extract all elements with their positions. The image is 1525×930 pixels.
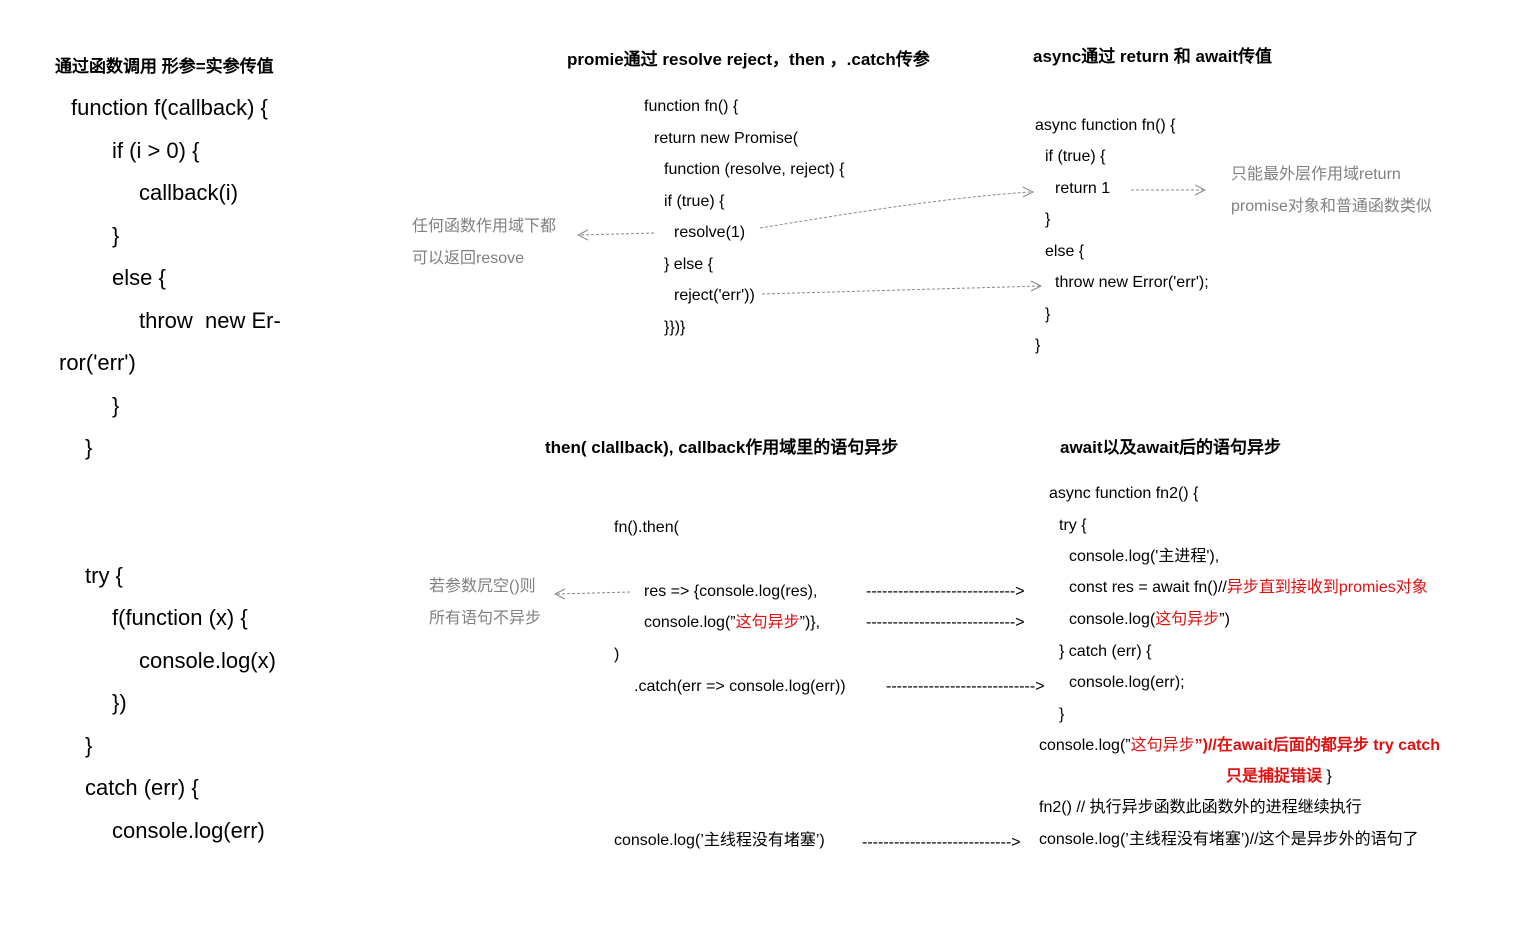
code-line: } — [85, 435, 93, 460]
arrowhead-icon — [1022, 186, 1035, 198]
async-heading: async通过 return 和 await传值 — [1033, 47, 1273, 66]
code-line: else { — [112, 265, 166, 290]
code-line: catch (err) { — [85, 775, 199, 800]
code-line: } else { — [664, 256, 713, 273]
connector-arrow: ----------------------------> — [886, 678, 1045, 695]
promise-heading: promie通过 resolve reject，then ，.catch传参 — [567, 50, 930, 69]
code-line: }})} — [664, 319, 686, 336]
code-line: } — [85, 733, 93, 758]
code-line: } — [1035, 337, 1041, 354]
code-line: try { — [1059, 517, 1087, 534]
code-line: console.log(err) — [112, 818, 265, 843]
code-line: console.log(”这句异步”)}, — [644, 614, 821, 631]
promise-note: 任何函数作用域下都 — [412, 218, 557, 235]
code-line: } — [1059, 706, 1065, 723]
arrowhead-icon — [576, 229, 589, 241]
code-line: callback(i) — [139, 180, 239, 205]
code-line: }) — [112, 690, 127, 715]
code-line: resolve(1) — [674, 224, 746, 241]
code-line: console.log(err); — [1069, 674, 1185, 691]
code-line: throw new Er- — [139, 308, 281, 333]
code-line: } — [1045, 211, 1051, 228]
code-line: console.log(’主线程没有堵塞’)//这个是异步外的语句了 — [1039, 831, 1419, 848]
code-line: function fn() { — [644, 98, 739, 115]
code-line: } — [112, 393, 120, 418]
code-line: console.log(’主线程没有堵塞’) — [614, 832, 825, 849]
code-line: return 1 — [1055, 180, 1111, 197]
connector-arrow: ----------------------------> — [866, 614, 1025, 631]
connector-arrow: ----------------------------> — [862, 834, 1021, 851]
then-note-arrow — [556, 591, 631, 595]
code-line: if (true) { — [1045, 148, 1106, 165]
resolve-to-return-arrow — [759, 191, 1031, 229]
code-line: ) — [614, 646, 620, 663]
code-line: console.log(这句异步”) — [1069, 611, 1230, 628]
code-line: fn2() // 执行异步函数此函数外的进程继续执行 — [1039, 799, 1362, 816]
code-line: console.log(x) — [139, 648, 276, 673]
code-line: .catch(err => console.log(err)) — [634, 678, 846, 695]
code-line: function (resolve, reject) { — [664, 161, 845, 178]
reject-to-throw-arrow — [761, 285, 1041, 295]
code-line: fn().then( — [614, 519, 679, 536]
arrowhead-icon — [1194, 184, 1207, 196]
then-note: 若参数凥空()则 — [429, 578, 536, 595]
code-line: throw new Error('err'); — [1055, 274, 1209, 291]
code-line: const res = await fn()//异步直到接收到promies对象 — [1069, 579, 1428, 596]
then-note: 所有语句不异步 — [429, 610, 542, 627]
arrowhead-icon — [553, 588, 566, 600]
async-note: promise对象和普通函数类似 — [1231, 198, 1432, 215]
code-line: else { — [1045, 243, 1085, 260]
code-line: f(function (x) { — [112, 605, 248, 630]
code-line: async function fn() { — [1035, 117, 1176, 134]
code-line: if (true) { — [664, 193, 725, 210]
code-line: res => {console.log(res), — [644, 583, 818, 600]
then-heading: then( clallback), callback作用域里的语句异步 — [545, 438, 899, 457]
await-heading: await以及await后的语句异步 — [1060, 438, 1282, 457]
code-line: } — [1045, 306, 1051, 323]
code-line: ror('err') — [59, 350, 136, 375]
code-line: function f(callback) { — [71, 95, 268, 120]
code-line: try { — [85, 563, 123, 588]
async-note: 只能最外层作用域return — [1231, 166, 1401, 183]
code-line: reject('err')) — [674, 287, 755, 304]
code-line: } — [112, 223, 120, 248]
code-line: async function fn2() { — [1049, 485, 1199, 502]
code-line: return new Promise( — [654, 130, 799, 147]
connector-arrow: ----------------------------> — [866, 583, 1025, 600]
code-line: console.log('主进程'), — [1069, 548, 1220, 565]
code-line: 只是捕捉错误 } — [1226, 768, 1332, 785]
arrowhead-icon — [1030, 280, 1043, 292]
left-heading: 通过函数调用 形参=实参传值 — [55, 57, 274, 76]
resolve-note-arrow — [579, 232, 655, 236]
code-line: if (i > 0) { — [112, 138, 200, 163]
promise-note: 可以返回resove — [412, 250, 525, 267]
code-line: } catch (err) { — [1059, 643, 1152, 660]
code-line: console.log(”这句异步”)//在await后面的都异步 try ca… — [1039, 737, 1441, 754]
